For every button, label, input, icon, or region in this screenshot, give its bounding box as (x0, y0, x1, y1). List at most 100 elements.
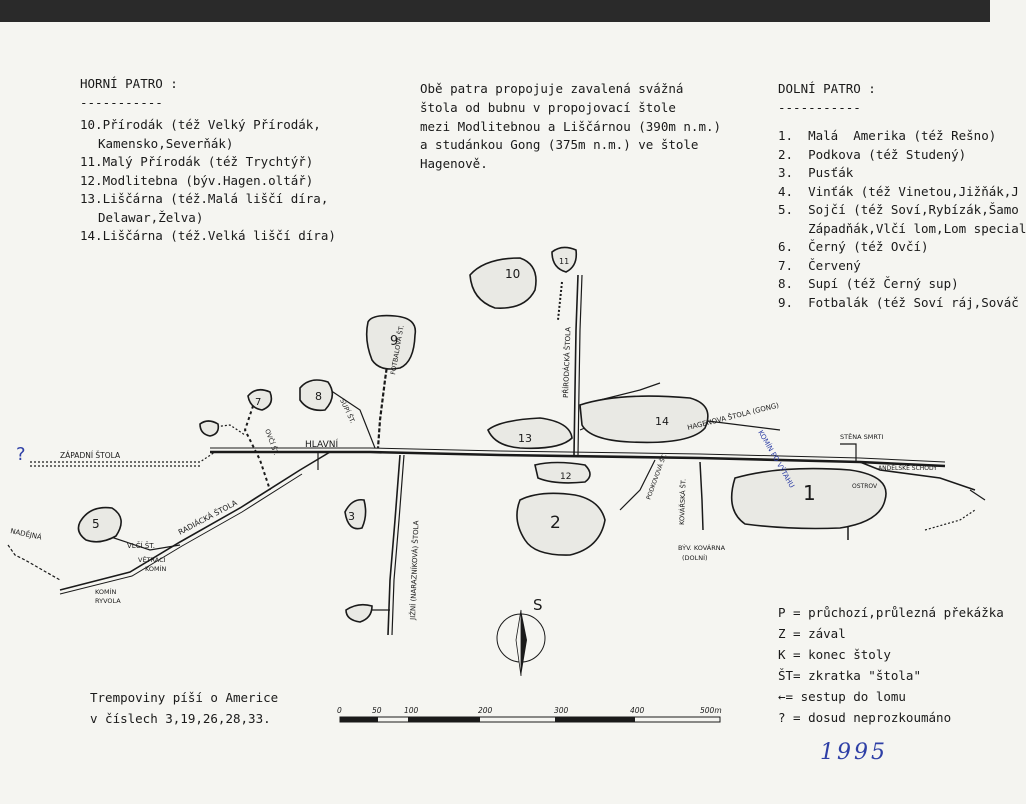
upper-item: Delawar,Želva) (98, 209, 204, 225)
map-legend: P = průchozí,průlezná překážka Z = zával… (778, 602, 1004, 728)
pond-7 (247, 388, 273, 411)
pond-number-14: 14 (655, 415, 669, 428)
upper-item: 12.Modlitebna (býv.Hagen.oltář) (80, 172, 314, 188)
lower-item: 2. Podkova (též Studený) (778, 146, 967, 162)
upper-item: Kamensko,Severňák) (98, 135, 234, 151)
blue-question-mark-icon: ? (16, 444, 26, 465)
pond-1 (730, 467, 887, 530)
label-stena-smrti: STĚNA SMRTI (840, 432, 883, 441)
legend-item: Z = zával (778, 626, 846, 641)
scale-tick-0: 0 (337, 706, 342, 715)
legend-item: K = konec štoly (778, 647, 891, 662)
pond-number-9: 9 (390, 334, 398, 349)
scale-tick-50: 50 (372, 706, 382, 715)
pond-number-13: 13 (518, 432, 532, 445)
label-kovarska: KOVÁŘSKÁ ŠT. (677, 479, 688, 525)
pond-number-5: 5 (92, 517, 100, 531)
ovci-line (243, 399, 271, 491)
legend-item: ←= sestup do lomu (778, 689, 906, 704)
pond-10 (469, 257, 537, 309)
pond-11 (551, 246, 578, 273)
pond-8 (299, 379, 334, 412)
scale-tick-200: 200 (478, 706, 493, 715)
compass-rose-icon: S (496, 596, 546, 677)
lower-level-rule: ----------- (778, 99, 861, 115)
pond-number-1: 1 (803, 481, 816, 505)
supi-line (329, 389, 376, 449)
vlci-branch (104, 534, 181, 551)
lower-item: 6. Černý (též Ovčí) (778, 239, 929, 254)
pond-3 (344, 498, 367, 530)
note-line: mezi Modlitebnou a Liščárnou (390m n.m.) (420, 118, 722, 134)
scale-tick-100: 100 (404, 706, 419, 715)
label-supi: SUPÍ ŠT. (338, 397, 357, 425)
kovarska-line (699, 461, 704, 531)
nadejna-line (7, 544, 61, 581)
upper-item: 14.Liščárna (též.Velká liščí díra) (80, 228, 336, 243)
note-line: v číslech 3,19,26,28,33. (90, 711, 271, 726)
label-zapadni: ZÁPADNÍ ŠTOLA (60, 451, 121, 460)
pond-2 (516, 492, 606, 556)
jizni-gallery-line (387, 454, 401, 636)
label-komin-ryvola-1: KOMÍN (95, 587, 117, 596)
top-dark-bar (0, 0, 990, 22)
label-komin-ryvola-2: RYVOLA (95, 597, 121, 605)
east-line (859, 461, 976, 491)
scale-tick-500: 500m (700, 706, 722, 715)
label-kovarna-1: BÝV. KOVÁRNA (678, 543, 726, 552)
pond-number-10: 10 (505, 267, 520, 281)
pond-number-11: 11 (559, 257, 569, 266)
legend-item: P = průchozí,průlezná překážka (778, 605, 1004, 620)
east-end (969, 489, 986, 501)
label-komin: KOMÍN (145, 564, 167, 573)
upper-level-title: HORNÍ PATRO : (80, 76, 178, 91)
prirodacka-gallery-line-2 (577, 274, 583, 456)
upper-item: 10.Přírodák (též Velký Přírodák, (80, 117, 321, 132)
trempoviny-note: Trempoviny píší o Americe v číslech 3,19… (90, 687, 278, 729)
lower-item: 3. Pusťák (778, 165, 854, 180)
pond-number-12: 12 (560, 472, 571, 482)
pond-9 (365, 314, 417, 370)
upper-item: 13.Liščárna (též.Malá liščí díra, (80, 191, 329, 206)
label-podkovova: PODKOVOVÁ ŠT. (645, 453, 668, 501)
label-nadejna: NADĚJNÁ (10, 526, 43, 541)
lower-level-list: DOLNÍ PATRO : ----------- 1. Malá Amerik… (778, 80, 1026, 312)
lower-item: 9. Fotbalák (též Soví ráj,Sováč (778, 294, 1019, 310)
label-hlavni: HLAVNÍ (305, 438, 338, 450)
mine-map: 1 2 3 5 7 8 9 10 11 12 13 14 ZÁPADNÍ ŠTO… (7, 246, 986, 723)
lower-item: 7. Červený (778, 257, 861, 273)
upper-level-list: HORNÍ PATRO : ----------- 10.Přírodák (t… (80, 75, 336, 246)
pond-number-8: 8 (315, 390, 322, 403)
pond-5 (77, 506, 122, 543)
radiacka-gallery-line (59, 451, 331, 591)
label-prirodacka: PŘÍRODÁCKÁ ŠTOLA (561, 327, 572, 398)
lower-item: 5. Sojčí (též Soví,Rybízák,Šamo (778, 202, 1019, 217)
label-jizni: JIŽNÍ (NARAZNÍKOVÁ) ŠTOLA (408, 520, 421, 621)
lower-item: 1. Malá Amerika (též Rešno) (778, 128, 997, 143)
label-kovarna-2: (DOLNÍ) (682, 553, 708, 562)
scale-bar: 0 50 100 200 300 400 500m (337, 706, 722, 723)
upper-level-rule: ----------- (80, 94, 163, 110)
pond-number-3: 3 (348, 510, 355, 523)
podkovova-line (619, 459, 656, 511)
east-dashed (924, 509, 976, 531)
note-line: Obě patra propojuje zavalená svážná (420, 81, 684, 96)
label-vlci: VLČÍ ŠT. (127, 541, 155, 550)
fotbalova-line (376, 344, 392, 449)
map-sheet (0, 22, 990, 804)
legend-item: ŠT= zkratka "štola" (778, 668, 921, 683)
compass-letter: S (533, 596, 543, 614)
scale-tick-400: 400 (630, 706, 645, 715)
note-line: Hagenově. (420, 156, 488, 172)
pond-14 (579, 395, 709, 444)
prirodacka-gallery-line (573, 274, 579, 456)
main-gallery-line (210, 450, 946, 468)
pond-number-2: 2 (550, 513, 561, 533)
label-vetraci: VĚTRACÍ (138, 555, 166, 564)
connection-note: Obě patra propojuje zavalená svážná štol… (420, 80, 721, 174)
label-andelske: ANDĚLSKÉ SCHODY (878, 464, 937, 472)
jizni-gallery-line-2 (391, 454, 405, 636)
main-gallery-line-inner (210, 447, 946, 463)
pond-13 (487, 417, 573, 450)
stub-2 (840, 443, 857, 462)
